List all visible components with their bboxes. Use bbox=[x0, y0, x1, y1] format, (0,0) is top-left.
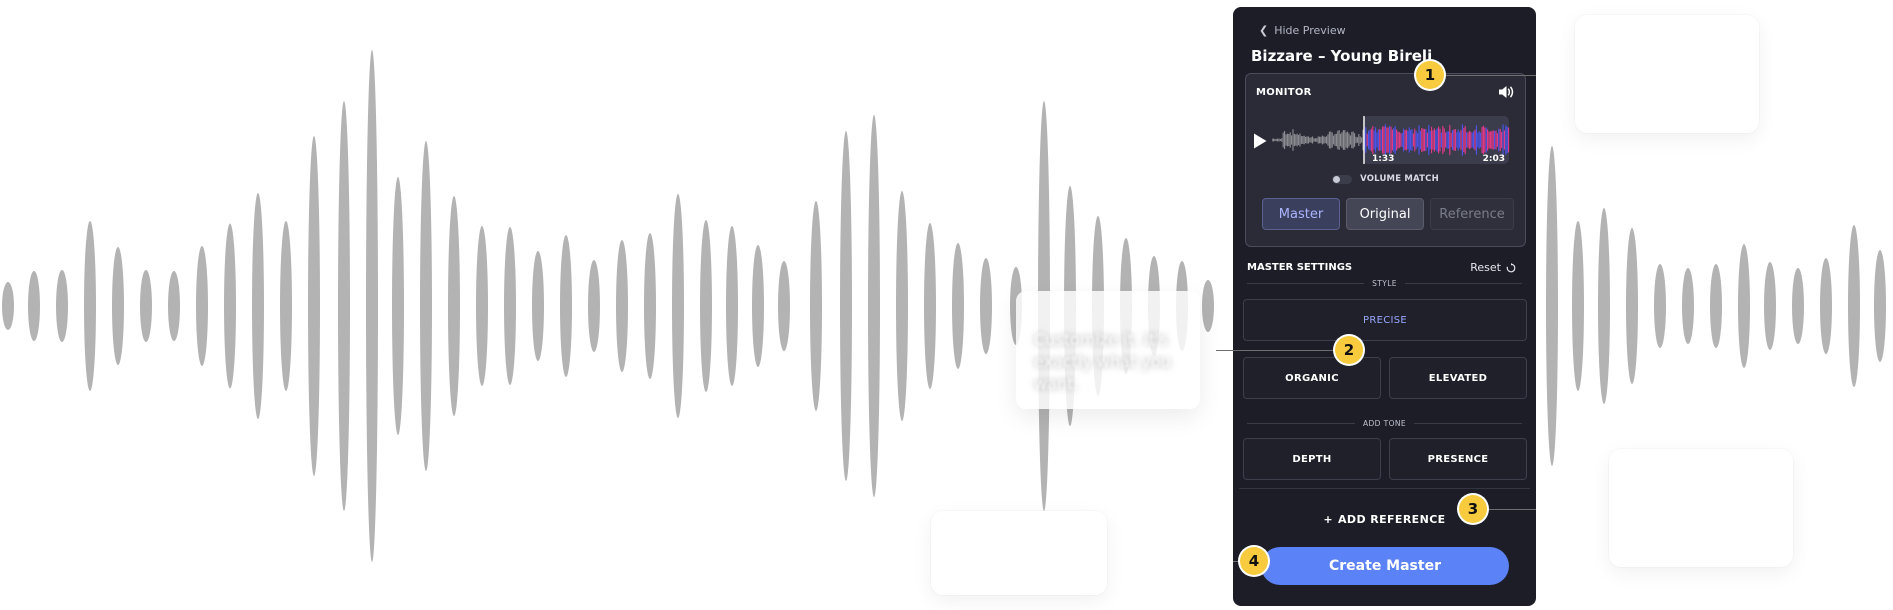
waveform-bar bbox=[1572, 221, 1584, 391]
tone-presence-button[interactable]: PRESENCE bbox=[1389, 438, 1527, 480]
hide-preview-link[interactable]: ❮ Hide Preview bbox=[1259, 24, 1346, 37]
blank-card-bottom-right bbox=[1609, 449, 1793, 567]
style-organic-button[interactable]: ORGANIC bbox=[1243, 357, 1381, 399]
waveform-bar bbox=[588, 260, 600, 352]
waveform-bar bbox=[1626, 228, 1638, 384]
callout-line-1 bbox=[1428, 75, 1536, 76]
waveform-bar bbox=[280, 221, 292, 391]
volume-match-label: VOLUME MATCH bbox=[1360, 174, 1439, 184]
mode-master-button[interactable]: Master bbox=[1262, 198, 1340, 230]
waveform-bar bbox=[252, 193, 264, 419]
preview-panel: ❮ Hide Preview Bizzare – Young Bireli MO… bbox=[1233, 7, 1536, 606]
waveform-bar bbox=[112, 247, 124, 365]
speaker-icon[interactable] bbox=[1497, 83, 1515, 101]
waveform-bar bbox=[644, 233, 656, 379]
waveform-bar bbox=[1202, 280, 1214, 332]
waveform-bar bbox=[560, 235, 572, 377]
waveform-bar bbox=[1764, 262, 1776, 350]
waveform-bar bbox=[392, 177, 404, 435]
mode-original-button[interactable]: Original bbox=[1346, 198, 1424, 230]
waveform-bar bbox=[1820, 258, 1832, 354]
chevron-left-icon: ❮ bbox=[1259, 24, 1269, 37]
waveform-bar bbox=[532, 251, 544, 361]
tooltip-card: Customize it. It's exactly what you want… bbox=[1016, 291, 1200, 409]
add-reference-label: ADD REFERENCE bbox=[1338, 513, 1446, 526]
create-master-button[interactable]: Create Master bbox=[1261, 547, 1509, 585]
waveform-bar bbox=[168, 271, 180, 341]
waveform-bar bbox=[1710, 264, 1722, 348]
waveform-bar bbox=[1848, 225, 1860, 387]
waveform-bar bbox=[504, 227, 516, 385]
waveform-bar bbox=[28, 271, 40, 341]
style-divider: STYLE bbox=[1247, 279, 1522, 288]
tooltip-text: Customize it. It's exactly what you want… bbox=[1034, 330, 1171, 393]
waveform-bar bbox=[420, 141, 432, 471]
tone-divider: ADD TONE bbox=[1247, 419, 1522, 428]
style-label: STYLE bbox=[1372, 279, 1397, 288]
play-icon[interactable] bbox=[1252, 132, 1268, 150]
monitor-label: MONITOR bbox=[1256, 87, 1312, 98]
waveform-bar bbox=[896, 191, 908, 421]
track-title: Bizzare – Young Bireli bbox=[1251, 47, 1433, 65]
waveform-bar bbox=[140, 270, 152, 342]
tone-depth-button[interactable]: DEPTH bbox=[1243, 438, 1381, 480]
waveform-bar bbox=[1682, 268, 1694, 344]
waveform-bar bbox=[616, 240, 628, 372]
waveform-bar bbox=[778, 261, 790, 351]
waveform-bar bbox=[672, 194, 684, 418]
master-settings-title: MASTER SETTINGS bbox=[1247, 262, 1353, 273]
waveform-bar bbox=[924, 223, 936, 389]
waveform-bar bbox=[700, 220, 712, 392]
waveform-bar bbox=[2, 282, 14, 330]
waveform-bar bbox=[196, 246, 208, 366]
waveform-bar bbox=[1598, 208, 1610, 404]
waveform-bar bbox=[338, 101, 350, 511]
waveform-bar bbox=[810, 201, 822, 411]
callout-badge-1: 1 bbox=[1416, 61, 1444, 89]
reset-label: Reset bbox=[1470, 261, 1501, 274]
monitor-section: MONITOR 1:33 2:03 VOLUME MATCH Master Or… bbox=[1245, 73, 1526, 247]
plus-icon: + bbox=[1323, 513, 1333, 526]
waveform-bar bbox=[84, 221, 96, 391]
style-precise-button[interactable]: PRECISE bbox=[1243, 299, 1527, 341]
waveform-bar bbox=[366, 50, 378, 562]
blank-card-bottom-center bbox=[931, 511, 1107, 595]
hide-preview-label: Hide Preview bbox=[1274, 24, 1346, 37]
waveform-bar bbox=[448, 196, 460, 416]
add-reference-button[interactable]: + ADD REFERENCE bbox=[1233, 513, 1536, 526]
section-divider bbox=[1239, 488, 1530, 489]
style-elevated-button[interactable]: ELEVATED bbox=[1389, 357, 1527, 399]
waveform-bar bbox=[1654, 264, 1666, 348]
track-waveform[interactable] bbox=[1272, 112, 1518, 168]
callout-badge-4: 4 bbox=[1240, 547, 1268, 575]
waveform-bar bbox=[952, 243, 964, 369]
volume-match-row: VOLUME MATCH bbox=[1246, 174, 1525, 184]
tone-label: ADD TONE bbox=[1362, 419, 1407, 428]
waveform-bar bbox=[308, 136, 320, 476]
callout-line-3 bbox=[1470, 509, 1536, 510]
time-start: 1:33 bbox=[1372, 154, 1395, 164]
reset-button[interactable]: Reset bbox=[1470, 261, 1516, 274]
waveform-bar bbox=[224, 223, 236, 389]
waveform-bar bbox=[476, 226, 488, 386]
waveform-bar bbox=[1874, 250, 1886, 362]
callout-badge-2: 2 bbox=[1335, 336, 1363, 364]
waveform-bar bbox=[840, 131, 852, 481]
callout-badge-3: 3 bbox=[1459, 495, 1487, 523]
waveform-bar bbox=[1738, 244, 1750, 368]
volume-match-toggle[interactable] bbox=[1332, 174, 1353, 184]
callout-line-2 bbox=[1216, 350, 1336, 351]
waveform-bar bbox=[56, 270, 68, 342]
waveform-bar bbox=[726, 226, 738, 386]
reset-icon bbox=[1506, 262, 1516, 272]
mode-reference-button[interactable]: Reference bbox=[1430, 198, 1514, 230]
waveform-bar bbox=[868, 115, 880, 497]
waveform-bar bbox=[1546, 146, 1558, 466]
waveform-bar bbox=[980, 258, 992, 354]
time-end: 2:03 bbox=[1482, 154, 1505, 164]
waveform-bar bbox=[752, 245, 764, 367]
waveform-bar bbox=[1792, 268, 1804, 344]
blank-card-top-right bbox=[1575, 15, 1759, 133]
